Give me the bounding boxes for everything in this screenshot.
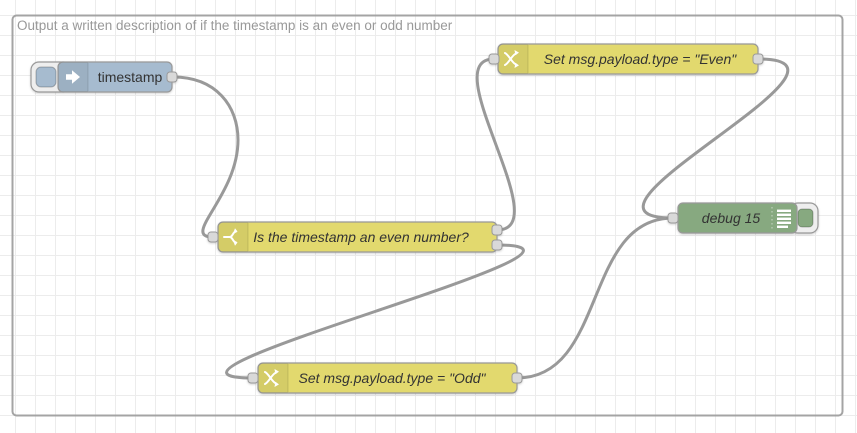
debug-lines-icon [777,209,791,228]
change-node-even[interactable]: Set msg.payload.type = "Even" [488,43,764,75]
change-odd-node-label: Set msg.payload.type = "Odd" [299,370,487,386]
change-odd-icon-region [258,363,288,393]
debug-toggle-button-inner[interactable] [797,208,814,228]
switch-output-port-2[interactable] [491,239,503,251]
change-shuffle-icon [264,369,279,387]
switch-fork-icon [223,228,238,246]
wire-change-odd-to-debug[interactable] [516,216,674,380]
switch-node[interactable]: Is the timestamp an even number? [207,221,503,253]
wire-inject-to-switch[interactable] [172,75,240,239]
change-even-output-port[interactable] [752,53,764,65]
debug-input-port[interactable] [667,212,679,224]
switch-icon-region [218,222,248,252]
inject-button-inner[interactable] [35,66,57,88]
switch-output-port-1[interactable] [491,224,503,236]
change-even-input-port[interactable] [488,53,500,65]
inject-output-port[interactable] [166,71,178,83]
change-node-odd[interactable]: Set msg.payload.type = "Odd" [247,362,523,394]
wire-change-even-to-debug[interactable] [641,57,790,220]
debug-node[interactable]: debug 15 [667,202,819,234]
inject-node-label: timestamp [98,69,163,85]
change-odd-output-port[interactable] [511,372,523,384]
debug-node-label: debug 15 [702,210,761,226]
change-odd-input-port[interactable] [247,372,259,384]
wire-switch-to-change-odd[interactable] [225,243,525,380]
inject-node[interactable]: timestamp [30,61,178,93]
inject-arrow-icon [66,70,80,84]
group-border[interactable] [11,14,844,417]
group-label: Output a written description of if the t… [17,18,453,33]
wire-switch-to-change-even[interactable] [475,57,516,232]
change-even-node-label: Set msg.payload.type = "Even" [544,51,737,67]
change-shuffle-icon [504,50,519,68]
change-even-icon-region [498,44,528,74]
switch-node-label: Is the timestamp an even number? [253,229,469,245]
switch-input-port[interactable] [207,231,219,243]
